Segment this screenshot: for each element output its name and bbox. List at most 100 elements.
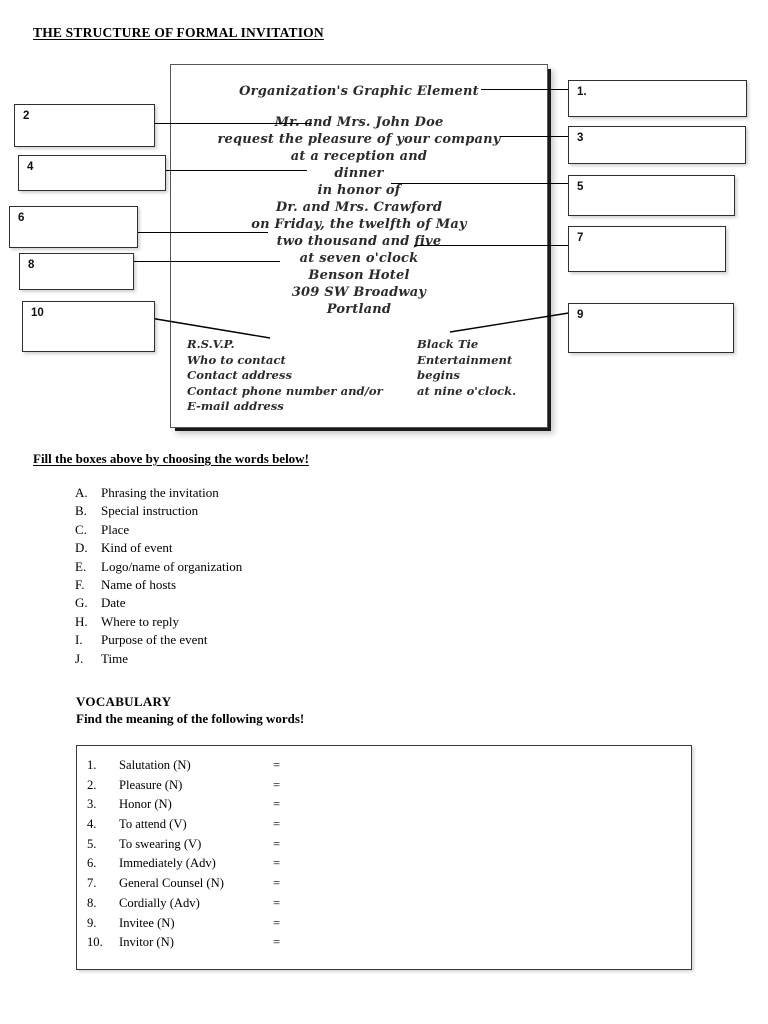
answer-box-5-label: 5: [577, 181, 584, 193]
option-letter-d: D.: [75, 540, 88, 556]
option-text-d: Kind of event: [101, 540, 173, 556]
option-letter-e: E.: [75, 558, 87, 574]
answer-box-7-label: 7: [577, 232, 584, 244]
invitation-line-dinner: dinner: [334, 166, 384, 181]
invitation-line-reception: at a reception and: [290, 149, 428, 164]
vocabulary-word-7: General Counsel (N): [119, 876, 224, 891]
answer-box-10[interactable]: 10: [22, 301, 155, 352]
invitation-special-instruction-block: Black Tie Entertainment begins at nine o…: [417, 337, 516, 399]
answer-box-6-label: 6: [18, 212, 25, 224]
option-text-g: Date: [101, 595, 126, 611]
answer-box-3[interactable]: 3: [568, 126, 746, 164]
vocabulary-equals-6: =: [273, 856, 281, 871]
vocabulary-subheading: Find the meaning of the following words!: [76, 711, 305, 726]
answer-box-3-label: 3: [577, 132, 584, 144]
option-letter-i: I.: [75, 632, 83, 648]
answer-box-10-label: 10: [31, 307, 44, 319]
vocabulary-box: 1. Salutation (N) = 2. Pleasure (N) = 3.…: [76, 745, 692, 970]
vocabulary-number-3: 3.: [87, 797, 97, 812]
invitation-line-year: two thousand and five: [276, 234, 442, 249]
option-letter-h: H.: [75, 613, 88, 629]
rsvp-line-5: E-mail address: [187, 399, 284, 413]
vocabulary-word-6: Immediately (Adv): [119, 856, 216, 871]
option-item-f: F. Name of hosts: [75, 577, 475, 595]
vocabulary-item-3: 3. Honor (N) =: [87, 797, 647, 817]
vocabulary-item-1: 1. Salutation (N) =: [87, 758, 647, 778]
option-item-a: A. Phrasing the invitation: [75, 485, 475, 503]
vocabulary-word-5: To swearing (V): [119, 836, 202, 851]
option-item-e: E. Logo/name of organization: [75, 559, 475, 577]
connector-line-box10: [149, 317, 271, 339]
option-text-c: Place: [101, 521, 130, 537]
vocabulary-item-4: 4. To attend (V) =: [87, 817, 647, 837]
vocabulary-equals-7: =: [273, 876, 281, 891]
vocabulary-item-2: 2. Pleasure (N) =: [87, 778, 647, 798]
vocabulary-equals-9: =: [273, 915, 281, 930]
special-instruction-line-2: Entertainment: [417, 352, 513, 367]
option-letter-c: C.: [75, 521, 87, 537]
vocabulary-item-6: 6. Immediately (Adv) =: [87, 856, 647, 876]
answer-box-8[interactable]: 8: [19, 253, 134, 290]
vocabulary-item-8: 8. Cordially (Adv) =: [87, 896, 647, 916]
invitation-line-hosts: Mr. and Mrs. John Doe: [274, 115, 444, 130]
answer-box-2-label: 2: [23, 110, 30, 122]
option-item-i: I. Purpose of the event: [75, 632, 475, 650]
answer-box-4-label: 4: [27, 161, 34, 173]
vocabulary-number-4: 4.: [87, 817, 97, 832]
vocabulary-equals-10: =: [273, 935, 281, 950]
connector-line-box2: [152, 123, 312, 125]
vocabulary-item-9: 9. Invitee (N) =: [87, 916, 647, 936]
option-text-i: Purpose of the event: [101, 632, 208, 648]
connector-line-box3: [500, 136, 578, 138]
option-letter-b: B.: [75, 503, 87, 519]
vocabulary-number-6: 6.: [87, 856, 97, 871]
answer-box-9-label: 9: [577, 309, 584, 321]
invitation-line-guests-of-honor: Dr. and Mrs. Crawford: [275, 200, 443, 215]
option-letter-g: G.: [75, 595, 88, 611]
answer-box-7[interactable]: 7: [568, 226, 726, 272]
vocabulary-heading: VOCABULARY: [76, 694, 172, 709]
connector-line-box9: [449, 311, 576, 333]
answer-box-2[interactable]: 2: [14, 104, 155, 147]
invitation-line-venue: Benson Hotel: [308, 268, 410, 283]
vocabulary-word-10: Invitor (N): [119, 935, 174, 950]
answer-box-5[interactable]: 5: [568, 175, 735, 216]
invitation-line-phrasing: request the pleasure of your company: [217, 132, 501, 147]
option-letter-a: A.: [75, 485, 88, 500]
rsvp-line-2: Who to contact: [187, 352, 286, 367]
vocabulary-number-8: 8.: [87, 895, 97, 910]
option-text-f: Name of hosts: [101, 576, 177, 592]
rsvp-line-3: Contact address: [187, 368, 292, 382]
invitation-line-city: Portland: [326, 302, 392, 317]
vocabulary-word-4: To attend (V): [119, 817, 187, 832]
option-item-c: C. Place: [75, 522, 475, 540]
answer-box-1-label: 1.: [577, 86, 587, 98]
answer-box-6[interactable]: 6: [9, 206, 138, 248]
special-instruction-line-4: at nine o'clock.: [417, 383, 517, 398]
connector-line-box8: [129, 261, 280, 263]
vocabulary-number-5: 5.: [87, 836, 97, 851]
vocabulary-item-7: 7. General Counsel (N) =: [87, 876, 647, 896]
vocabulary-number-1: 1.: [87, 758, 97, 772]
invitation-line-date: on Friday, the twelfth of May: [251, 217, 467, 232]
invitation-line-time: at seven o'clock: [299, 251, 419, 266]
fill-instruction: Fill the boxes above by choosing the wor…: [33, 451, 309, 466]
invitation-line-graphic-element: Organization's Graphic Element: [239, 84, 479, 99]
connector-line-box4: [155, 170, 307, 172]
vocabulary-word-9: Invitee (N): [119, 915, 175, 930]
vocabulary-equals-3: =: [273, 797, 281, 812]
invitation-line-in-honor-of: in honor of: [317, 183, 401, 198]
invitation-rsvp-block: R.S.V.P. Who to contact Contact address …: [187, 337, 383, 415]
vocabulary-equals-2: =: [273, 777, 281, 792]
special-instruction-line-1: Black Tie: [417, 337, 479, 351]
vocabulary-item-10: 10. Invitor (N) =: [87, 935, 647, 955]
answer-box-9[interactable]: 9: [568, 303, 734, 353]
answer-box-1[interactable]: 1.: [568, 80, 747, 117]
vocabulary-word-1: Salutation (N): [119, 758, 191, 772]
options-list: A. Phrasing the invitation B. Special in…: [75, 485, 475, 669]
option-text-h: Where to reply: [101, 613, 179, 629]
connector-line-box7: [414, 245, 578, 247]
answer-box-4[interactable]: 4: [18, 155, 166, 191]
rsvp-line-4: Contact phone number and/or: [187, 383, 383, 398]
vocabulary-equals-8: =: [273, 895, 281, 910]
